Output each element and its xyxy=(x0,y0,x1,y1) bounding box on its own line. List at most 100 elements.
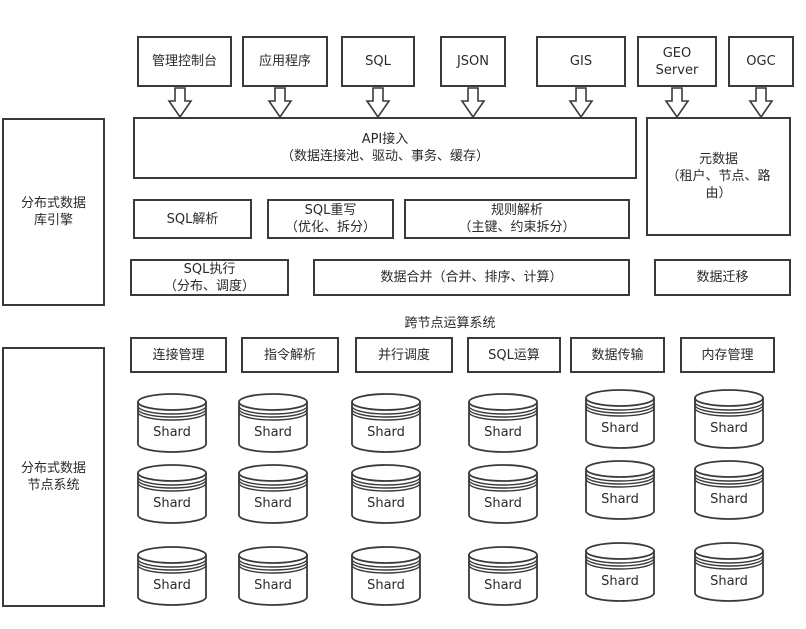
distributed-node-system-panel: 分布式数据 节点系统 xyxy=(2,347,105,607)
shard-cylinder: Shard xyxy=(584,459,656,521)
engine-label-line-2: 库引擎 xyxy=(33,213,73,228)
database-icon xyxy=(468,393,538,453)
database-icon xyxy=(238,393,308,453)
database-icon xyxy=(585,460,655,520)
api-subtitle: （数据连接池、驱动、事务、缓存） xyxy=(280,149,489,164)
database-icon xyxy=(351,464,421,524)
down-arrow-icon xyxy=(568,87,594,119)
shard-label: Shard xyxy=(367,425,405,440)
rule-parse-subtitle: （主键、约束拆分） xyxy=(458,220,576,235)
node-module-sql-compute: SQL运算 xyxy=(467,337,561,373)
data-migration-title: 数据迁移 xyxy=(696,270,749,285)
down-arrow-icon xyxy=(267,87,293,119)
metadata-box: 元数据 （租户、节点、路 由） xyxy=(646,117,791,236)
client-label: SQL xyxy=(365,54,391,69)
down-arrow-icon xyxy=(167,87,193,119)
rule-parse-title: 规则解析 xyxy=(490,203,543,218)
database-icon xyxy=(351,546,421,606)
client-gis: GIS xyxy=(536,36,626,87)
database-icon xyxy=(238,464,308,524)
node-module-label: 指令解析 xyxy=(263,347,316,363)
shard-label: Shard xyxy=(601,574,639,589)
node-system-label-line-2: 节点系统 xyxy=(27,478,80,493)
shard-label: Shard xyxy=(153,578,191,593)
node-module-connection-mgmt: 连接管理 xyxy=(130,337,227,373)
node-module-memory-mgmt: 内存管理 xyxy=(680,337,775,373)
node-module-label: SQL运算 xyxy=(488,347,540,363)
sql-rewrite-subtitle: （优化、拆分） xyxy=(284,220,376,235)
shard-cylinder: Shard xyxy=(350,545,422,607)
shard-cylinder: Shard xyxy=(136,545,208,607)
shard-label: Shard xyxy=(254,425,292,440)
shard-cylinder: Shard xyxy=(136,463,208,525)
database-icon xyxy=(694,389,764,449)
database-icon xyxy=(468,546,538,606)
rule-parse-box: 规则解析 （主键、约束拆分） xyxy=(404,199,630,239)
shard-label: Shard xyxy=(710,574,748,589)
down-arrow-icon xyxy=(365,87,391,119)
shard-label: Shard xyxy=(254,578,292,593)
client-label: OGC xyxy=(746,54,776,69)
database-icon xyxy=(585,542,655,602)
client-management-console: 管理控制台 xyxy=(137,36,232,87)
node-system-label-line-1: 分布式数据 xyxy=(20,461,86,476)
client-application: 应用程序 xyxy=(242,36,328,87)
shard-label: Shard xyxy=(153,496,191,511)
shard-cylinder: Shard xyxy=(693,459,765,521)
client-label: 应用程序 xyxy=(258,54,311,69)
shard-label: Shard xyxy=(601,492,639,507)
shard-cylinder: Shard xyxy=(237,463,309,525)
shard-label: Shard xyxy=(367,578,405,593)
shard-label: Shard xyxy=(367,496,405,511)
shard-cylinder: Shard xyxy=(467,545,539,607)
shard-cylinder: Shard xyxy=(693,541,765,603)
client-ogc: OGC xyxy=(728,36,794,87)
distributed-db-engine-panel: 分布式数据 库引擎 xyxy=(2,118,105,306)
cross-node-compute-title: 跨节点运算系统 xyxy=(404,316,496,331)
database-icon xyxy=(137,546,207,606)
shard-cylinder: Shard xyxy=(693,388,765,450)
shard-label: Shard xyxy=(254,496,292,511)
shard-cylinder: Shard xyxy=(350,392,422,454)
node-module-label: 数据传输 xyxy=(591,347,644,363)
node-module-parallel-schedule: 并行调度 xyxy=(355,337,453,373)
node-module-label: 并行调度 xyxy=(377,347,430,363)
shard-cylinder: Shard xyxy=(467,463,539,525)
shard-label: Shard xyxy=(484,578,522,593)
shard-label: Shard xyxy=(601,421,639,436)
engine-label-line-1: 分布式数据 xyxy=(20,196,86,211)
shard-label: Shard xyxy=(153,425,191,440)
data-migration-box: 数据迁移 xyxy=(654,259,791,296)
shard-label: Shard xyxy=(484,496,522,511)
database-icon xyxy=(694,542,764,602)
shard-cylinder: Shard xyxy=(467,392,539,454)
sql-exec-subtitle: （分布、调度） xyxy=(163,278,255,294)
shard-cylinder: Shard xyxy=(136,392,208,454)
shard-cylinder: Shard xyxy=(350,463,422,525)
client-geo-server: GEO Server xyxy=(637,36,717,87)
node-module-label: 内存管理 xyxy=(701,347,754,363)
down-arrow-icon xyxy=(460,87,486,119)
database-icon xyxy=(585,389,655,449)
sql-parse-box: SQL解析 xyxy=(133,199,252,239)
database-icon xyxy=(238,546,308,606)
node-module-label: 连接管理 xyxy=(152,347,205,363)
sql-rewrite-box: SQL重写 （优化、拆分） xyxy=(267,199,394,239)
sql-exec-box: SQL执行 （分布、调度） xyxy=(130,259,289,296)
data-merge-title: 数据合并（合并、排序、计算） xyxy=(380,270,563,285)
client-label-line-2: Server xyxy=(655,62,699,78)
client-label-line-1: GEO xyxy=(662,45,692,61)
down-arrow-icon xyxy=(664,87,690,119)
api-title: API接入 xyxy=(361,132,409,147)
database-icon xyxy=(468,464,538,524)
metadata-subtitle-1: （租户、节点、路 xyxy=(666,169,771,184)
shard-cylinder: Shard xyxy=(584,388,656,450)
down-arrow-icon xyxy=(748,87,774,119)
metadata-subtitle-2: 由） xyxy=(705,186,732,201)
shard-label: Shard xyxy=(484,425,522,440)
shard-cylinder: Shard xyxy=(237,545,309,607)
sql-exec-title: SQL执行 xyxy=(183,261,236,277)
database-icon xyxy=(137,393,207,453)
database-icon xyxy=(137,464,207,524)
